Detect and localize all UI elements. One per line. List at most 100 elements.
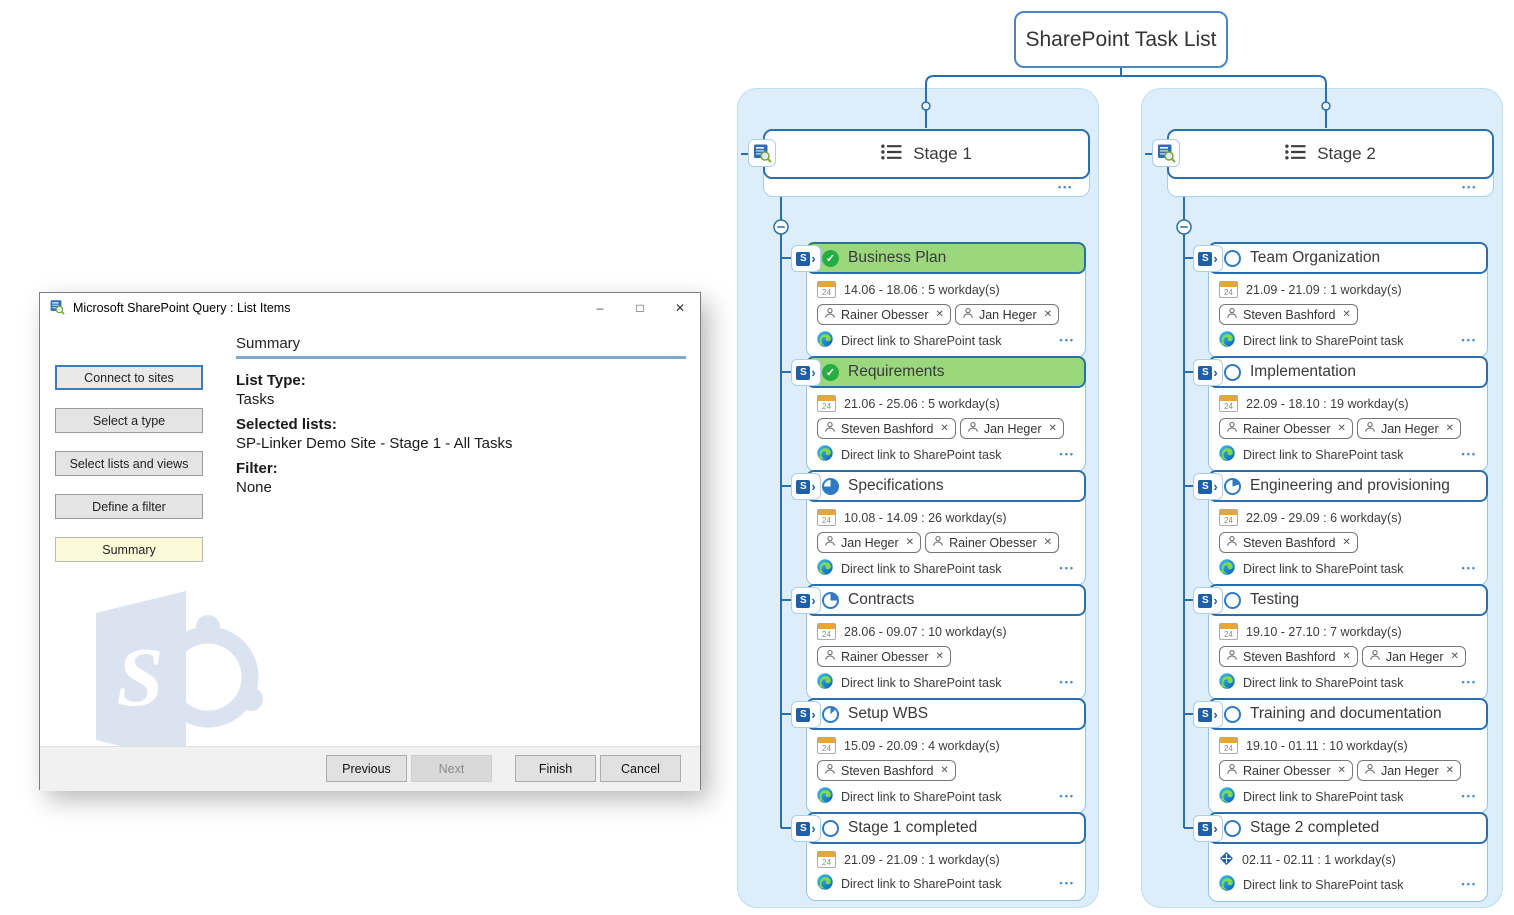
task-card[interactable]: S› ✓ Requirements 24 21.06 - 25.06 : 5 w… (791, 356, 1086, 472)
resource-chip[interactable]: Jan Heger✕ (1356, 418, 1462, 439)
sharepoint-task-link[interactable]: Direct link to SharePoint task (841, 789, 1002, 804)
remove-resource-icon[interactable]: ✕ (1450, 651, 1459, 662)
remove-resource-icon[interactable]: ✕ (1342, 309, 1351, 320)
resource-chip[interactable]: Rainer Obesser✕ (925, 532, 1060, 553)
task-card[interactable]: S› ✓ Business Plan 24 14.06 - 18.06 : 5 … (791, 242, 1086, 358)
remove-resource-icon[interactable]: ✕ (1043, 309, 1053, 320)
more-options-button[interactable]: ••• (1461, 677, 1477, 687)
step-button-select-lists-and-views[interactable]: Select lists and views (55, 451, 203, 476)
task-topic[interactable]: Stage 1 completed (806, 812, 1086, 844)
resource-chip[interactable]: Jan Heger✕ (954, 304, 1060, 325)
minimize-button[interactable]: – (596, 301, 604, 315)
dialog-title-bar[interactable]: Microsoft SharePoint Query : List Items … (40, 293, 700, 323)
resource-chip[interactable]: Rainer Obesser✕ (1219, 760, 1353, 781)
resource-chip[interactable]: Jan Heger✕ (817, 532, 922, 553)
resource-chip[interactable]: Steven Bashford✕ (1219, 304, 1358, 325)
task-card[interactable]: S› Specifications 24 10.08 - 14.09 : 26 … (791, 470, 1086, 586)
task-card[interactable]: S› Team Organization 24 21.09 - 21.09 : … (1193, 242, 1488, 358)
remove-resource-icon[interactable]: ✕ (1043, 537, 1053, 548)
task-topic[interactable]: Stage 2 completed (1208, 812, 1488, 844)
sharepoint-task-link[interactable]: Direct link to SharePoint task (841, 447, 1002, 462)
task-topic[interactable]: Testing (1208, 584, 1488, 616)
step-button-connect-to-sites[interactable]: Connect to sites (55, 365, 203, 390)
remove-resource-icon[interactable]: ✕ (1445, 423, 1455, 434)
step-button-summary[interactable]: Summary (55, 537, 203, 562)
task-card[interactable]: S› Training and documentation 24 19.10 -… (1193, 698, 1488, 814)
more-options-button[interactable]: ••• (1461, 791, 1477, 801)
remove-resource-icon[interactable]: ✕ (1445, 765, 1455, 776)
resource-chip[interactable]: Steven Bashford✕ (1219, 532, 1358, 553)
remove-resource-icon[interactable]: ✕ (1342, 537, 1351, 548)
sharepoint-task-link[interactable]: Direct link to SharePoint task (841, 876, 1002, 891)
more-options-button[interactable]: ••• (1461, 879, 1477, 889)
task-topic[interactable]: ✓ Requirements (806, 356, 1086, 388)
task-topic[interactable]: Specifications (806, 470, 1086, 502)
step-button-define-a-filter[interactable]: Define a filter (55, 494, 203, 519)
resource-chip[interactable]: Rainer Obesser✕ (1219, 418, 1353, 439)
task-card[interactable]: S› Testing 24 19.10 - 27.10 : 7 workday(… (1193, 584, 1488, 700)
sharepoint-task-link[interactable]: Direct link to SharePoint task (841, 675, 1002, 690)
sharepoint-task-link[interactable]: Direct link to SharePoint task (841, 561, 1002, 576)
close-button[interactable]: ✕ (674, 301, 686, 315)
more-options-button[interactable]: ••• (1461, 335, 1477, 345)
resource-chip[interactable]: Steven Bashford✕ (1219, 646, 1358, 667)
remove-resource-icon[interactable]: ✕ (905, 537, 915, 548)
more-options-button[interactable]: ••• (1059, 449, 1075, 459)
step-button-select-a-type[interactable]: Select a type (55, 408, 203, 433)
sharepoint-task-link[interactable]: Direct link to SharePoint task (841, 333, 1002, 348)
more-options-button[interactable]: ••• (1059, 791, 1075, 801)
more-options-button[interactable]: ••• (1461, 563, 1477, 573)
remove-resource-icon[interactable]: ✕ (1337, 765, 1346, 776)
resource-chip[interactable]: Rainer Obesser✕ (817, 304, 951, 325)
more-options-button[interactable]: ••• (1059, 563, 1075, 573)
task-topic[interactable]: Implementation (1208, 356, 1488, 388)
task-card[interactable]: S› Implementation 24 22.09 - 18.10 : 19 … (1193, 356, 1488, 472)
maximize-button[interactable]: □ (636, 301, 644, 315)
sharepoint-query-icon[interactable] (1152, 139, 1180, 167)
more-options-button[interactable]: ••• (1058, 182, 1074, 192)
sharepoint-task-link[interactable]: Direct link to SharePoint task (1243, 675, 1404, 690)
task-card[interactable]: S› Stage 2 completed 02.11 - 02.11 : 1 w… (1193, 812, 1488, 902)
task-card[interactable]: S› Contracts 24 28.06 - 09.07 : 10 workd… (791, 584, 1086, 700)
remove-resource-icon[interactable]: ✕ (935, 651, 944, 662)
task-resources: Steven Bashford✕Jan Heger✕ (817, 418, 1075, 439)
remove-resource-icon[interactable]: ✕ (1342, 651, 1351, 662)
sharepoint-task-link[interactable]: Direct link to SharePoint task (1243, 789, 1404, 804)
remove-resource-icon[interactable]: ✕ (1337, 423, 1346, 434)
sharepoint-task-link[interactable]: Direct link to SharePoint task (1243, 333, 1404, 348)
stage-topic[interactable]: Stage 1 (763, 129, 1090, 179)
sharepoint-task-link[interactable]: Direct link to SharePoint task (1243, 447, 1404, 462)
task-topic[interactable]: ✓ Business Plan (806, 242, 1086, 274)
task-topic[interactable]: Engineering and provisioning (1208, 470, 1488, 502)
resource-chip[interactable]: Steven Bashford✕ (817, 760, 956, 781)
previous-button[interactable]: Previous (326, 755, 407, 782)
task-card[interactable]: S› Engineering and provisioning 24 22.09… (1193, 470, 1488, 586)
cancel-button[interactable]: Cancel (600, 755, 681, 782)
finish-button[interactable]: Finish (515, 755, 596, 782)
more-options-button[interactable]: ••• (1462, 182, 1478, 192)
remove-resource-icon[interactable]: ✕ (940, 423, 949, 434)
task-topic[interactable]: Setup WBS (806, 698, 1086, 730)
task-topic[interactable]: Training and documentation (1208, 698, 1488, 730)
more-options-button[interactable]: ••• (1461, 449, 1477, 459)
resource-chip[interactable]: Jan Heger✕ (1361, 646, 1466, 667)
stage-topic[interactable]: Stage 2 (1167, 129, 1494, 179)
more-options-button[interactable]: ••• (1059, 677, 1075, 687)
resource-chip[interactable]: Jan Heger✕ (959, 418, 1064, 439)
sharepoint-task-link[interactable]: Direct link to SharePoint task (1243, 561, 1404, 576)
more-options-button[interactable]: ••• (1059, 878, 1075, 888)
sharepoint-query-icon[interactable] (748, 139, 776, 167)
sharepoint-task-link[interactable]: Direct link to SharePoint task (1243, 877, 1404, 892)
remove-resource-icon[interactable]: ✕ (940, 765, 949, 776)
resource-chip[interactable]: Jan Heger✕ (1356, 760, 1462, 781)
task-card[interactable]: S› Setup WBS 24 15.09 - 20.09 : 4 workda… (791, 698, 1086, 814)
resource-chip[interactable]: Rainer Obesser✕ (817, 646, 951, 667)
task-topic[interactable]: Team Organization (1208, 242, 1488, 274)
task-card[interactable]: S› Stage 1 completed 24 21.09 - 21.09 : … (791, 812, 1086, 901)
root-topic[interactable]: SharePoint Task List (1014, 11, 1228, 68)
remove-resource-icon[interactable]: ✕ (935, 309, 944, 320)
resource-chip[interactable]: Steven Bashford✕ (817, 418, 956, 439)
task-topic[interactable]: Contracts (806, 584, 1086, 616)
remove-resource-icon[interactable]: ✕ (1048, 423, 1057, 434)
more-options-button[interactable]: ••• (1059, 335, 1075, 345)
